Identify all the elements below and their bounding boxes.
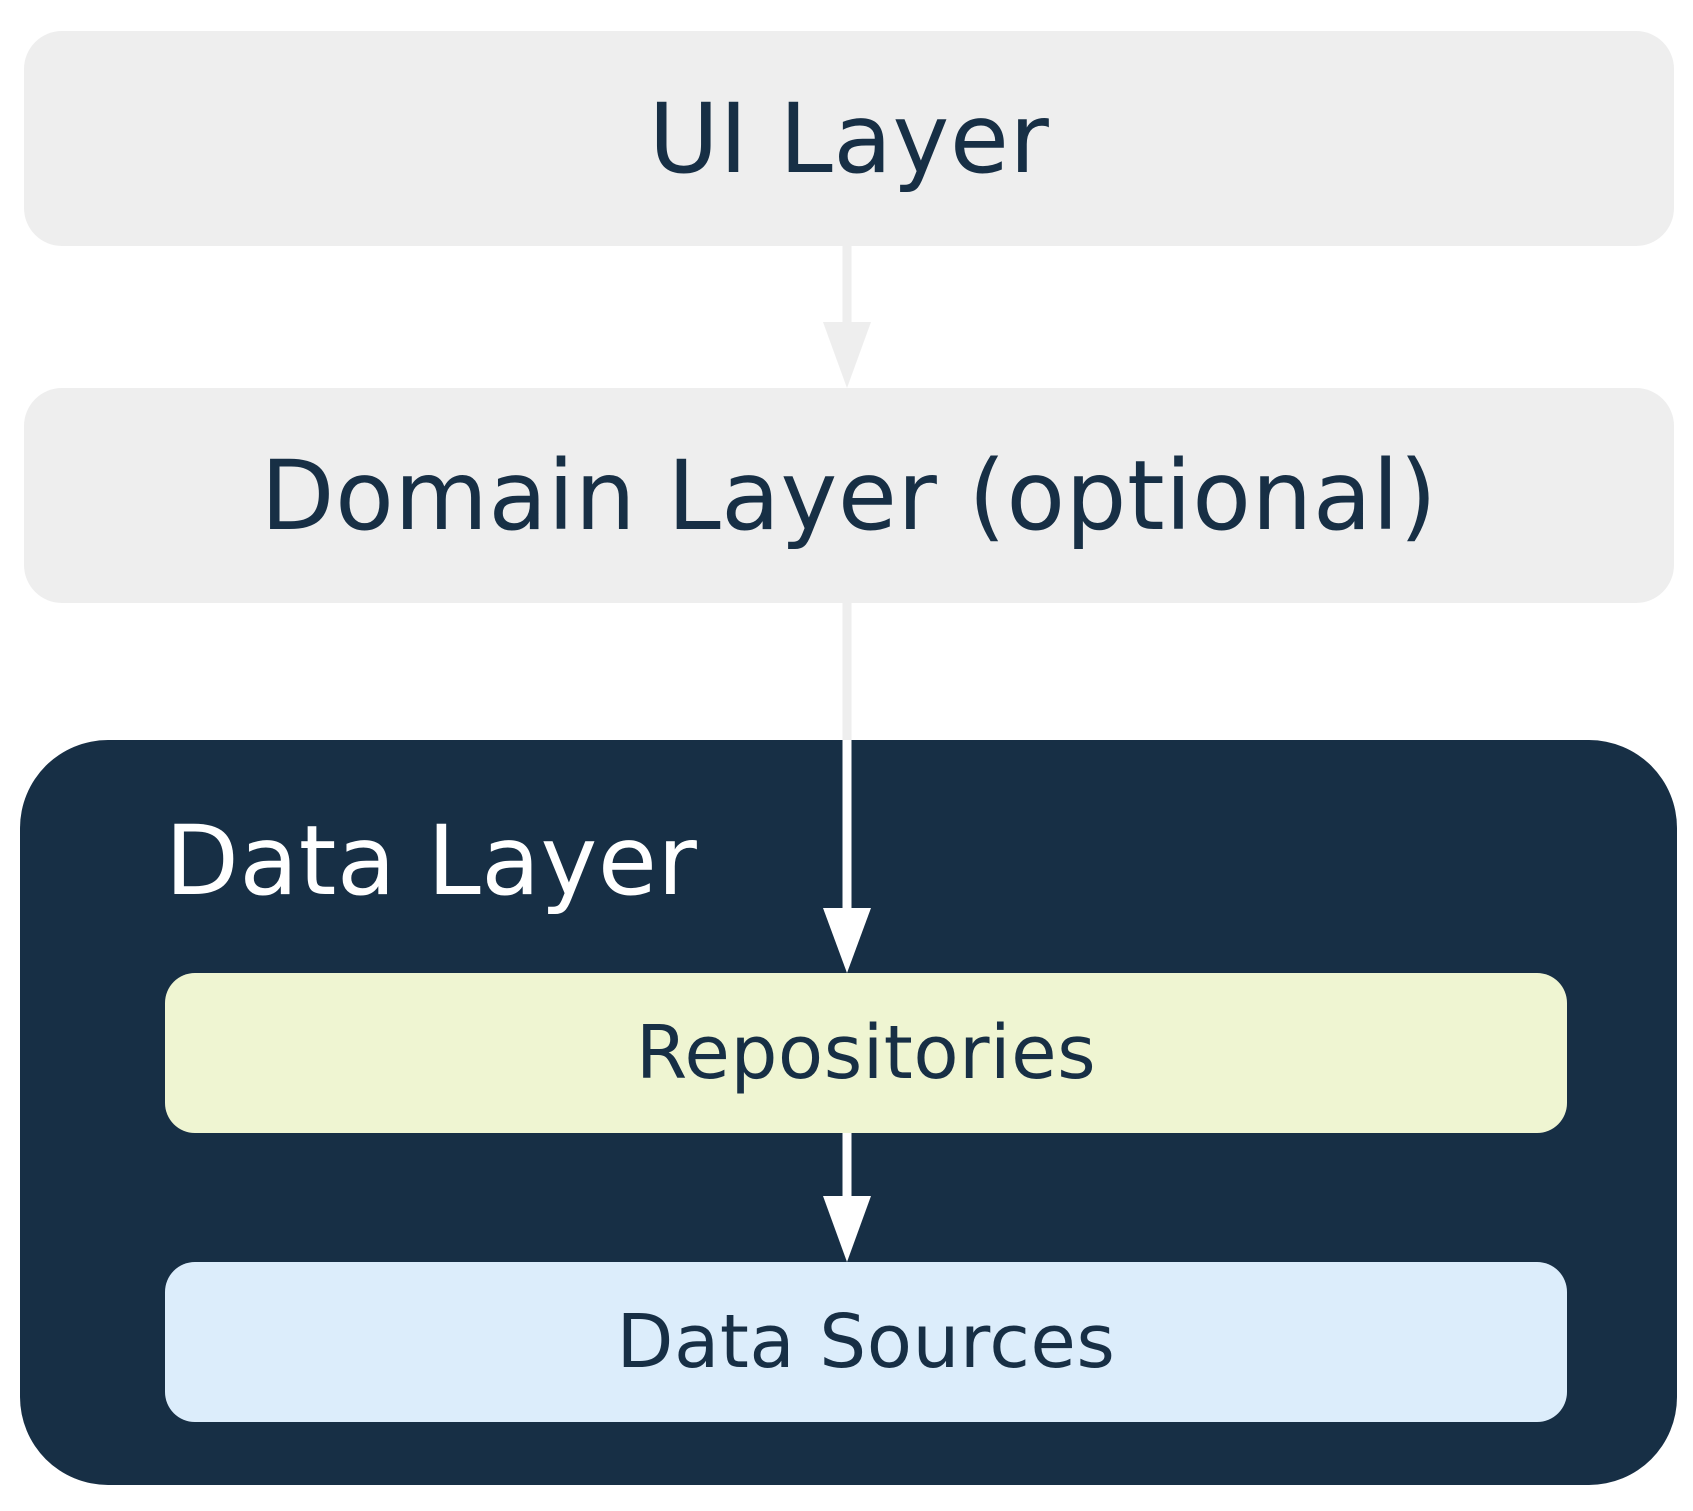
data-sources-label: Data Sources bbox=[616, 1299, 1116, 1385]
domain-layer-box: Domain Layer (optional) bbox=[24, 388, 1674, 603]
data-sources-box: Data Sources bbox=[165, 1262, 1567, 1422]
repositories-label: Repositories bbox=[635, 1010, 1097, 1096]
ui-layer-box: UI Layer bbox=[24, 31, 1674, 246]
arrow-ui-to-domain bbox=[823, 246, 871, 388]
data-layer-box: Data Layer Repositories Data Sources bbox=[20, 740, 1677, 1485]
data-layer-label: Data Layer bbox=[165, 805, 698, 917]
repositories-box: Repositories bbox=[165, 973, 1567, 1133]
domain-layer-label: Domain Layer (optional) bbox=[260, 439, 1438, 552]
ui-layer-label: UI Layer bbox=[648, 82, 1050, 195]
